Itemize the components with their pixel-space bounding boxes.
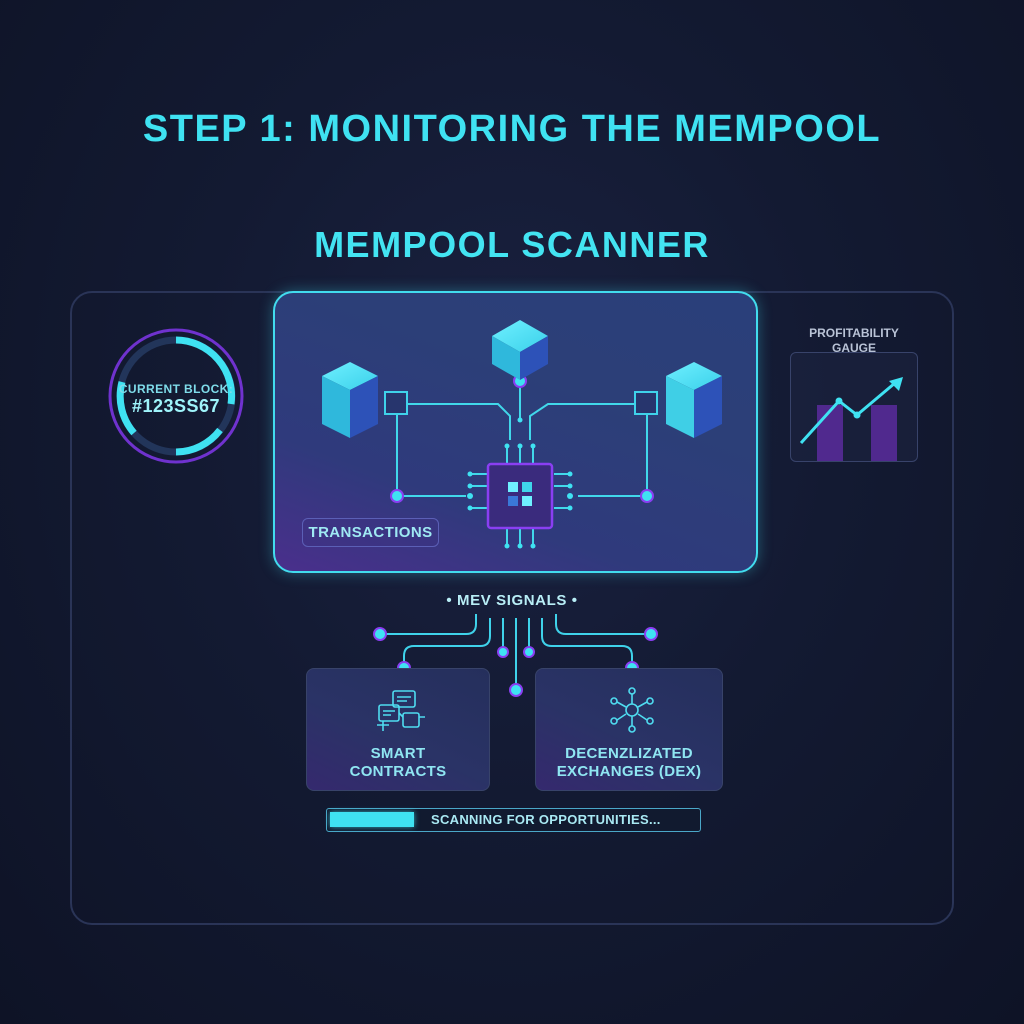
current-block-label: CURRENT BLOCK:	[118, 382, 234, 396]
trend-chart-icon	[799, 377, 903, 461]
smart-contracts-label-line1: SMART	[370, 745, 426, 762]
network-hub-icon	[610, 687, 654, 733]
block-cube-right	[666, 362, 722, 438]
scan-progress-label: SCANNING FOR OPPORTUNITIES...	[431, 812, 661, 827]
smart-contracts-card: SMART CONTRACTS	[306, 668, 490, 791]
dex-label-line2: EXCHANGES (DEX)	[556, 763, 702, 780]
smart-contract-icon	[377, 690, 425, 731]
scan-progress-bar: SCANNING FOR OPPORTUNITIES...	[326, 808, 701, 832]
scan-progress-fill	[330, 812, 414, 827]
scanner-title: MEMPOOL SCANNER	[314, 224, 710, 265]
profitability-gauge	[790, 352, 918, 462]
profitability-gauge-title: PROFITABILITY GAUGE	[809, 326, 899, 355]
block-cube-top	[492, 320, 548, 380]
page-title: STEP 1: MONITORING THE MEMPOOL	[142, 108, 882, 150]
current-block-value: #123SS67	[131, 396, 221, 416]
dex-card: DECENZLIZATED EXCHANGES (DEX)	[535, 668, 723, 791]
transactions-badge: TRANSACTIONS	[302, 518, 439, 547]
block-cube-left	[322, 362, 378, 438]
smart-contracts-label-line2: CONTRACTS	[349, 763, 447, 780]
dex-label-line1: DECENZLIZATED	[565, 745, 693, 762]
mev-signals-label: • MEV SIGNALS •	[446, 592, 578, 609]
